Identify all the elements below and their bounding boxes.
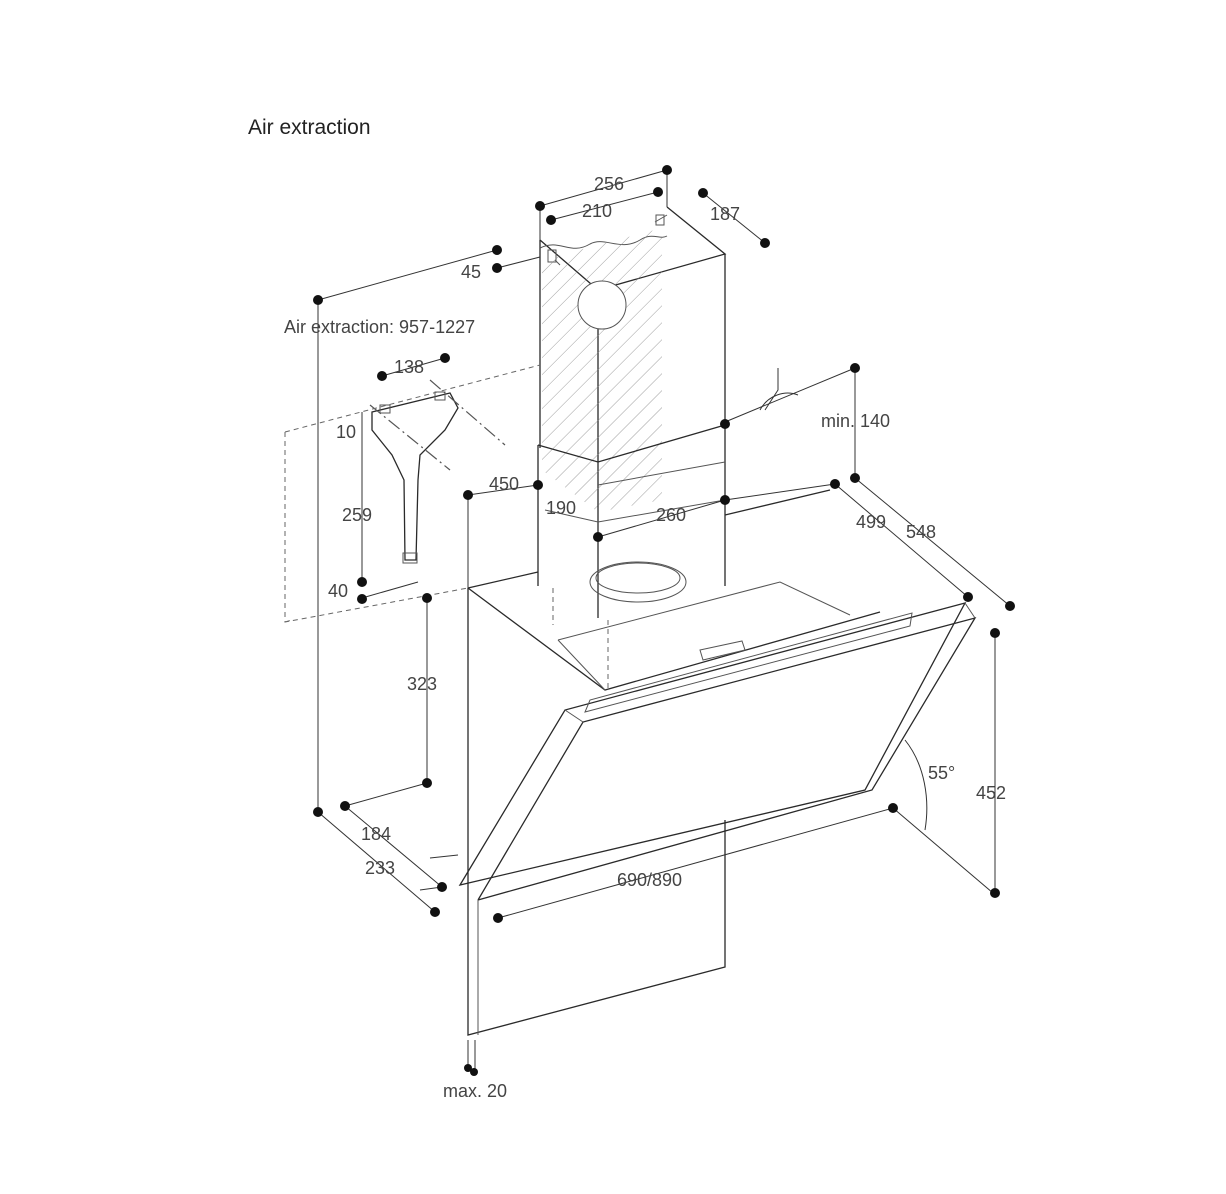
angle-55-label: 55° <box>928 763 955 783</box>
dim-190-label: 190 <box>546 498 576 518</box>
wall-bracket <box>284 364 541 623</box>
dimension-labels: 256 210 187 45 Air extraction: 957-1227 … <box>284 174 1006 1101</box>
dim-210-label: 210 <box>582 201 612 221</box>
dim-45-label: 45 <box>461 262 481 282</box>
dim-452-label: 452 <box>976 783 1006 803</box>
diagram-title: Air extraction <box>248 116 371 139</box>
dim-40-label: 40 <box>328 581 348 601</box>
dim-323-label: 323 <box>407 674 437 694</box>
dim-184-label: 184 <box>361 824 391 844</box>
dim-256-label: 256 <box>594 174 624 194</box>
dim-548-label: 548 <box>906 522 936 542</box>
dim-450-label: 450 <box>489 474 519 494</box>
dimension-points <box>313 165 1015 1076</box>
dim-10-label: 10 <box>336 422 356 442</box>
min-140-label: min. 140 <box>821 411 890 431</box>
dim-259-label: 259 <box>342 505 372 525</box>
dimension-lines <box>317 169 1011 1070</box>
width-690-890-label: 690/890 <box>617 870 682 890</box>
dim-187-label: 187 <box>710 204 740 224</box>
air-extraction-range-label: Air extraction: 957-1227 <box>284 317 475 337</box>
chimney-lower <box>537 424 726 618</box>
max-20-label: max. 20 <box>443 1081 507 1101</box>
dim-138-label: 138 <box>394 357 424 377</box>
dim-260-label: 260 <box>656 505 686 525</box>
dim-233-label: 233 <box>365 858 395 878</box>
chimney-upper <box>539 206 727 512</box>
dim-499-label: 499 <box>856 512 886 532</box>
hood-body <box>458 489 977 1036</box>
